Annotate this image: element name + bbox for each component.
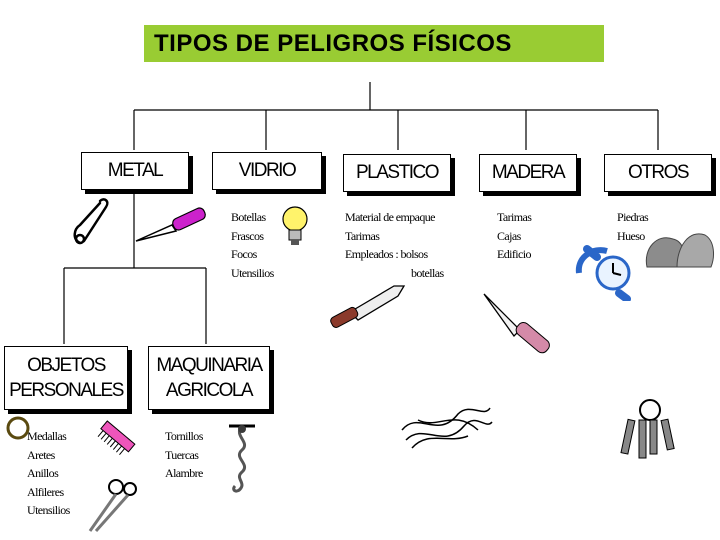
subcategory-line: MAQUINARIA: [149, 353, 269, 378]
list-item: Utensilios: [231, 264, 274, 283]
subcategory-line: OBJETOS: [5, 353, 127, 378]
knife-icon: [480, 290, 558, 362]
category-vidrio: VIDRIO: [212, 152, 322, 190]
list-item: Tarimas: [497, 208, 531, 227]
list-plastico: Material de empaque Tarimas Empleados : …: [345, 208, 444, 282]
list-item: Edificio: [497, 245, 531, 264]
list-item: Alambre: [165, 464, 203, 483]
keys-icon: [620, 398, 680, 462]
watch-icon: [573, 243, 641, 301]
subcategory-line: PERSONALES: [5, 378, 127, 403]
rocks-icon: [643, 225, 715, 271]
category-madera: MADERA: [479, 154, 577, 192]
comb-icon: [92, 418, 136, 464]
ring-icon: [4, 412, 34, 444]
safety-pin-icon: [70, 195, 118, 250]
subcategory-line: AGRICOLA: [149, 378, 269, 403]
wire-icon: [398, 400, 494, 454]
subcategory-objetos-personales: OBJETOS PERSONALES: [4, 346, 128, 410]
list-item: Material de empaque: [345, 208, 444, 227]
subcategory-maquinaria-agricola: MAQUINARIA AGRICOLA: [148, 346, 270, 410]
list-maquinaria: Tornillos Tuercas Alambre: [165, 427, 203, 483]
light-bulb-icon: [280, 203, 310, 249]
category-plastico: PLASTICO: [343, 154, 451, 192]
list-item: Piedras: [617, 208, 648, 227]
list-vidrio: Botellas Frascos Focos Utensilios: [231, 208, 274, 282]
list-item: Tarimas: [345, 227, 444, 246]
list-item: Empleados : bolsos: [345, 245, 444, 264]
list-item: Tornillos: [165, 427, 203, 446]
list-item: Anillos: [27, 464, 70, 483]
corkscrew-icon: [225, 420, 259, 498]
page-title: TIPOS DE PELIGROS FÍSICOS: [144, 25, 604, 62]
category-metal: METAL: [81, 152, 189, 190]
list-madera: Tarimas Cajas Edificio: [497, 208, 531, 264]
scissors-icon: [86, 477, 138, 535]
list-item: Botellas: [231, 208, 274, 227]
list-item: Aretes: [27, 446, 70, 465]
category-otros: OTROS: [604, 154, 712, 192]
machete-icon: [328, 280, 408, 328]
list-item: Utensilios: [27, 501, 70, 520]
list-item: Cajas: [497, 227, 531, 246]
list-item: Focos: [231, 245, 274, 264]
list-item: Alfileres: [27, 483, 70, 502]
list-item: Tuercas: [165, 446, 203, 465]
list-item: Frascos: [231, 227, 274, 246]
knife-icon: [132, 203, 212, 245]
